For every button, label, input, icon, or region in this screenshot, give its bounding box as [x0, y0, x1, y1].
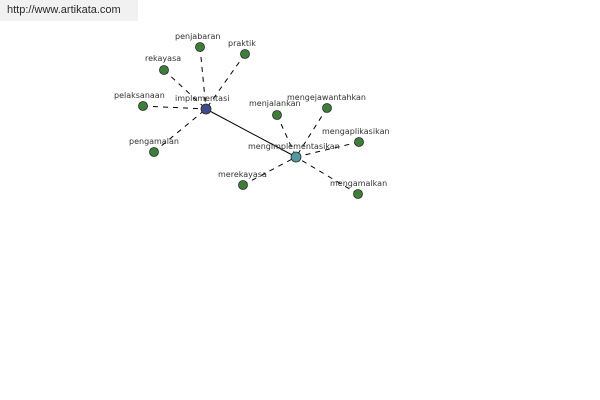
label-merekayasa[interactable]: merekayasa [218, 170, 267, 179]
node-merekayasa[interactable] [238, 180, 248, 190]
edge-l10 [295, 156, 359, 195]
hub-node-implementasi[interactable] [200, 103, 212, 115]
node-pengamalan[interactable] [149, 147, 159, 157]
source-url-bar: http://www.artikata.com [0, 0, 138, 21]
label-rekayasa[interactable]: rekayasa [145, 54, 181, 63]
edge-l3 [163, 69, 207, 110]
label-pengamalan[interactable]: pengamalan [129, 137, 179, 146]
edge-l5 [153, 108, 207, 153]
graph-nodes [138, 42, 364, 199]
node-mengejawantahkan[interactable] [322, 103, 332, 113]
hub-label-mengimplementasikan[interactable]: mengimplementasikan [248, 142, 340, 151]
label-menjalankan[interactable]: menjalankan [249, 99, 301, 108]
edge-l6 [276, 114, 297, 158]
node-penjabaran[interactable] [195, 42, 205, 52]
node-menjalankan[interactable] [272, 110, 282, 120]
label-mengamalkan[interactable]: mengamalkan [330, 179, 387, 188]
graph-labels: penjabaran praktik rekayasa pelaksanaan peng… [114, 32, 390, 188]
node-mengamalkan[interactable] [353, 189, 363, 199]
edge-l2 [205, 53, 246, 110]
node-mengaplikasikan[interactable] [354, 137, 364, 147]
edge-l1 [199, 46, 207, 110]
hub-label-implementasi[interactable]: implementasi [175, 94, 229, 103]
hub-node-mengimplementasikan[interactable] [290, 151, 302, 163]
label-penjabaran[interactable]: penjabaran [175, 32, 220, 41]
edge-l4 [142, 105, 207, 110]
node-praktik[interactable] [240, 49, 250, 59]
edge-l8 [295, 141, 360, 158]
node-pelaksanaan[interactable] [138, 101, 148, 111]
label-mengaplikasikan[interactable]: mengaplikasikan [322, 127, 390, 136]
label-pelaksanaan[interactable]: pelaksanaan [114, 91, 165, 100]
source-url[interactable]: http://www.artikata.com [7, 4, 121, 16]
label-praktik[interactable]: praktik [228, 39, 256, 48]
node-rekayasa[interactable] [159, 65, 169, 75]
graph-edges [142, 46, 360, 195]
label-mengejawantahkan[interactable]: mengejawantahkan [287, 93, 366, 102]
edge-hub-link [205, 108, 297, 158]
